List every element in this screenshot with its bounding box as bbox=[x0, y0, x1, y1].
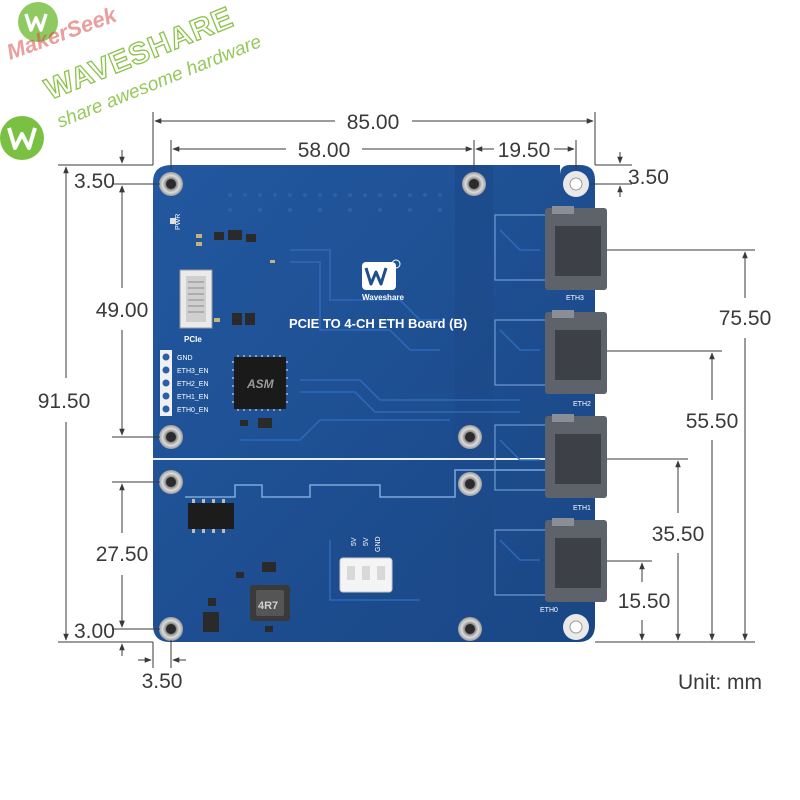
pin-label-eth2-en: ETH2_EN bbox=[177, 381, 209, 388]
soic-chip bbox=[188, 499, 234, 533]
pin-label-gnd: GND bbox=[177, 355, 193, 362]
mounting-hole-icon bbox=[458, 617, 482, 641]
port-label-eth3: ETH3 bbox=[566, 295, 584, 302]
eth1-port bbox=[545, 414, 607, 498]
dim-top-right-offset: 3.50 bbox=[628, 166, 669, 189]
watermark: MakerSeek WAVESHARE share awesome hardwa… bbox=[0, 0, 265, 160]
mounting-hole-icon bbox=[159, 172, 183, 196]
dim-total-width: 85.00 bbox=[347, 111, 400, 134]
mounting-hole-icon bbox=[563, 171, 589, 197]
inductor-marking: 4R7 bbox=[258, 600, 278, 612]
power-label-5v-a: 5V bbox=[351, 537, 358, 546]
power-label-5v-b: 5V bbox=[363, 537, 370, 546]
enable-pin-header bbox=[160, 350, 172, 416]
mounting-hole-icon bbox=[462, 172, 486, 196]
dim-hole-spacing-left: 58.00 bbox=[298, 139, 351, 162]
asm-chip bbox=[232, 355, 288, 411]
dim-upper-hole-spacing: 49.00 bbox=[96, 299, 149, 322]
mounting-hole-icon bbox=[563, 614, 589, 640]
port-label-eth2: ETH2 bbox=[573, 401, 591, 408]
dim-bottom-offset: 3.00 bbox=[74, 620, 115, 643]
pcie-label: PCIe bbox=[184, 335, 202, 344]
pin-label-eth1-en: ETH1_EN bbox=[177, 394, 209, 401]
mounting-hole-icon bbox=[159, 617, 183, 641]
dimension-lines bbox=[58, 112, 755, 668]
dim-top-left-offset: 3.50 bbox=[74, 170, 115, 193]
mounting-hole-icon bbox=[458, 425, 482, 449]
eth0-port bbox=[545, 518, 607, 602]
dim-hole-spacing-right: 19.50 bbox=[498, 139, 551, 162]
port-label-eth0: ETH0 bbox=[540, 607, 558, 614]
power-header bbox=[339, 557, 393, 593]
pin-label-eth0-en: ETH0_EN bbox=[177, 407, 209, 414]
dim-bottom-left-offset: 3.50 bbox=[142, 670, 183, 693]
pin-label-eth3-en: ETH3_EN bbox=[177, 368, 209, 375]
power-label-gnd: GND bbox=[375, 536, 382, 552]
pwr-label: PWR bbox=[175, 214, 182, 230]
pcb-board: Waveshare PCIE TO 4-CH ETH Board (B) PCI… bbox=[153, 165, 607, 642]
dim-eth3-height: 75.50 bbox=[719, 307, 772, 330]
waveshare-logo-icon bbox=[0, 2, 58, 160]
board-logo-text: Waveshare bbox=[362, 293, 405, 302]
port-label-eth1: ETH1 bbox=[573, 505, 591, 512]
mounting-hole-icon bbox=[159, 425, 183, 449]
dim-eth0-height: 15.50 bbox=[618, 590, 671, 613]
eth2-port bbox=[545, 310, 607, 394]
mounting-hole-icon bbox=[159, 470, 183, 494]
dim-lower-hole-spacing: 27.50 bbox=[96, 543, 149, 566]
dim-eth1-height: 35.50 bbox=[652, 523, 705, 546]
power-inductor bbox=[250, 585, 290, 621]
mounting-hole-icon bbox=[458, 472, 482, 496]
unit-label: Unit: mm bbox=[678, 671, 762, 694]
dim-total-height: 91.50 bbox=[38, 390, 91, 413]
board-title: PCIE TO 4-CH ETH Board (B) bbox=[289, 316, 467, 331]
chip-marking: ASM bbox=[246, 377, 275, 391]
eth3-port bbox=[545, 206, 607, 290]
dim-eth2-height: 55.50 bbox=[686, 410, 739, 433]
board-logo-icon bbox=[362, 259, 401, 290]
pcie-fpc-connector bbox=[179, 269, 213, 329]
